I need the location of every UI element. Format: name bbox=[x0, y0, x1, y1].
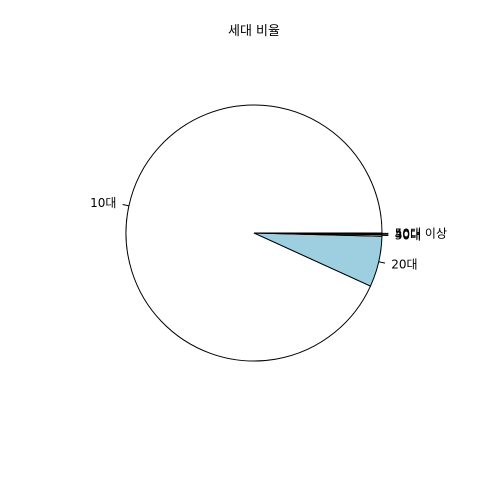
pie-tick-0 bbox=[122, 204, 130, 207]
pie-label-0: 10대 bbox=[90, 196, 116, 210]
pie-tick-1 bbox=[378, 261, 386, 264]
pie-slice-4 bbox=[253, 232, 383, 235]
pie-label-2: 30대 bbox=[395, 229, 421, 243]
pie-label-3: 40대 bbox=[395, 227, 421, 241]
pie-label-1: 20대 bbox=[391, 258, 417, 272]
pie-label-4: 50대 이상 bbox=[395, 226, 447, 240]
pie-slices bbox=[125, 104, 383, 362]
chart-title: 세대 비율 bbox=[228, 24, 280, 39]
